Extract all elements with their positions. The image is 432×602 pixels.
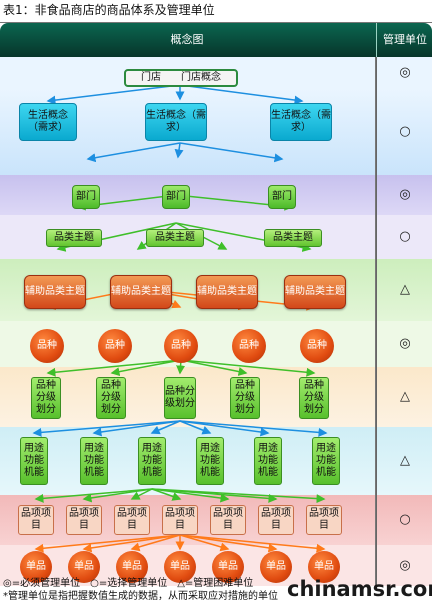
node-aux-category-theme: 辅助品类主题 — [24, 275, 86, 309]
node-sku: 单品 — [308, 551, 340, 583]
node-category-theme: 品类主题 — [264, 229, 322, 247]
node-sku: 单品 — [68, 551, 100, 583]
legend-note: *管理单位是指把握数值生成的数据，从而采取应对措施的单位 — [3, 591, 278, 602]
node-item: 品项项目 — [258, 505, 294, 535]
figure-caption: 表1：非食品商店的商品体系及管理单位 — [3, 3, 215, 17]
unit-symbol-store: ◎ — [376, 57, 432, 89]
site-watermark: chinamsr.com — [287, 577, 432, 601]
node-aux-category-theme: 辅助品类主题 — [196, 275, 258, 309]
node-item: 品项项目 — [162, 505, 198, 535]
node-item: 品项项目 — [114, 505, 150, 535]
node-department: 部门 — [268, 185, 296, 209]
unit-symbol-grade: △ — [376, 367, 432, 427]
node-use-function: 用途功能机能 — [80, 437, 108, 485]
node-item: 品项项目 — [306, 505, 342, 535]
node-kind: 品种 — [232, 329, 266, 363]
column-divider — [375, 57, 376, 586]
unit-symbol-sku: ◎ — [376, 545, 432, 586]
unit-symbol-item: ○ — [376, 495, 432, 545]
node-department: 部门 — [162, 185, 190, 209]
node-kind: 品种 — [300, 329, 334, 363]
node-use-function: 用途功能机能 — [254, 437, 282, 485]
unit-symbol-aux: △ — [376, 259, 432, 321]
node-life-concept: 生活概念（需求） — [145, 103, 207, 141]
node-category-theme: 品类主题 — [46, 229, 102, 247]
node-life-concept: 生活概念（需求） — [270, 103, 332, 141]
unit-symbol-category: ○ — [376, 215, 432, 259]
node-category-theme: 品类主题 — [146, 229, 204, 247]
node-use-function: 用途功能机能 — [196, 437, 224, 485]
band-kind — [0, 321, 432, 367]
node-kind: 品种 — [98, 329, 132, 363]
node-store: 门店 门店概念 — [124, 69, 238, 87]
node-item: 品项项目 — [66, 505, 102, 535]
unit-symbol-dept: ◎ — [376, 175, 432, 215]
node-kind: 品种 — [30, 329, 64, 363]
node-use-function: 用途功能机能 — [20, 437, 48, 485]
node-sku: 单品 — [20, 551, 52, 583]
unit-symbol-kind: ◎ — [376, 321, 432, 367]
node-sku: 单品 — [260, 551, 292, 583]
node-use-function: 用途功能机能 — [312, 437, 340, 485]
table-header: 概念图 管理单位 — [0, 23, 432, 57]
node-kind-grading: 品种分级划分 — [31, 377, 61, 419]
concept-table: 概念图 管理单位 ◎ ○ ◎ ○ △ ◎ △ △ ○ ◎ — [0, 22, 432, 586]
unit-symbol-use: △ — [376, 427, 432, 495]
node-kind-grading: 品种分级划分 — [164, 377, 196, 419]
header-unit: 管理单位 — [376, 23, 432, 57]
node-aux-category-theme: 辅助品类主题 — [284, 275, 346, 309]
node-item: 品项项目 — [18, 505, 54, 535]
node-item: 品项项目 — [210, 505, 246, 535]
node-use-function: 用途功能机能 — [138, 437, 166, 485]
node-aux-category-theme: 辅助品类主题 — [110, 275, 172, 309]
node-sku: 单品 — [164, 551, 196, 583]
node-sku: 单品 — [116, 551, 148, 583]
node-kind: 品种 — [164, 329, 198, 363]
node-kind-grading: 品种分级划分 — [96, 377, 126, 419]
header-concept: 概念图 — [170, 33, 204, 46]
band-grade — [0, 367, 432, 427]
node-life-concept: 生活概念（需求） — [19, 103, 77, 141]
node-kind-grading: 品种分级划分 — [230, 377, 260, 419]
unit-symbol-life: ○ — [376, 89, 432, 175]
legend-symbols: ◎=必须管理单位 ○=选择管理单位 △=管理困难单位 — [3, 578, 254, 589]
node-sku: 单品 — [212, 551, 244, 583]
node-kind-grading: 品种分级划分 — [299, 377, 329, 419]
node-department: 部门 — [72, 185, 100, 209]
